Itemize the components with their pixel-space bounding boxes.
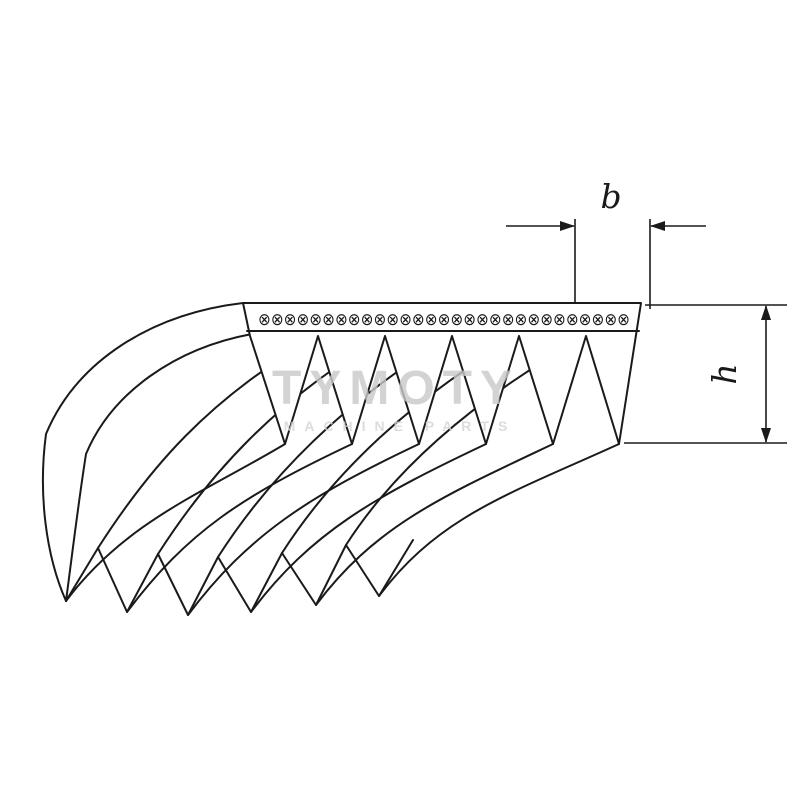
watermark: TYMOTY MACHINE PARTS: [272, 362, 520, 434]
dim-h-arrow-top: [761, 305, 771, 320]
belt-rib-crest: [126, 443, 353, 613]
belt-end-profile: [65, 539, 414, 616]
dimension-b: b: [506, 177, 706, 309]
belt-face: [242, 302, 642, 445]
belt-rib-crest: [250, 443, 487, 613]
belt-cross-section: ⊗⊗⊗⊗⊗⊗⊗⊗⊗⊗⊗⊗⊗⊗⊗⊗⊗⊗⊗⊗⊗⊗⊗⊗⊗⊗⊗⊗⊗: [242, 302, 642, 445]
belt-hatch-row: ⊗⊗⊗⊗⊗⊗⊗⊗⊗⊗⊗⊗⊗⊗⊗⊗⊗⊗⊗⊗⊗⊗⊗⊗⊗⊗⊗⊗⊗: [258, 310, 630, 330]
watermark-line1: TYMOTY: [272, 362, 520, 415]
dim-h-arrow-bottom: [761, 428, 771, 443]
dim-b-arrow-left: [560, 221, 575, 231]
belt-inner-edge: [65, 333, 253, 602]
belt-outer-edge: [41, 302, 244, 602]
dim-h-label: h: [705, 363, 744, 384]
belt-rib-crest: [65, 443, 286, 602]
belt-rib-crest: [315, 443, 554, 606]
watermark-line2: MACHINE PARTS: [284, 418, 517, 434]
dim-b-label: b: [600, 177, 621, 216]
belt-rib-crest: [187, 443, 420, 616]
belt-rib-crest: [378, 443, 620, 597]
dim-b-arrow-right: [650, 221, 665, 231]
dimension-h: h: [624, 304, 787, 444]
